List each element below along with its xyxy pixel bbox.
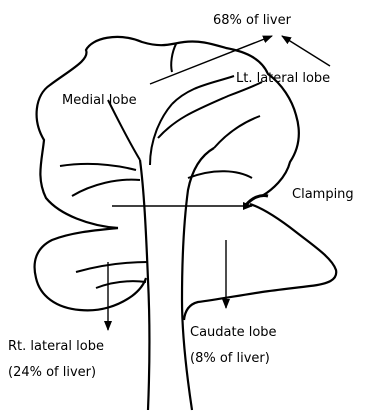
vessel-branch-right-inner: [188, 171, 252, 178]
lobe-notch: [171, 44, 176, 72]
label-left-lateral-lobe: Lt. lateral lobe: [236, 70, 330, 87]
vessel-branch-upper-left: [108, 100, 140, 160]
pointer-lt-lateral-to-68: [282, 36, 330, 66]
vessel-branch-top-inner: [158, 82, 262, 138]
vessel-branch-left: [60, 164, 136, 170]
vessel-branch-top: [172, 76, 234, 104]
label-medial-lobe: Medial lobe: [62, 92, 137, 109]
upper-lobes-outline: [37, 37, 299, 228]
label-right-lateral-share: (24% of liver): [8, 364, 96, 381]
label-caudate-share: (8% of liver): [190, 350, 270, 367]
vessel-branch-lower-left: [76, 262, 148, 272]
vessel-branch-left-lower: [72, 180, 140, 196]
clamp-neck: [246, 195, 268, 205]
label-68-percent: 68% of liver: [213, 12, 291, 29]
vessel-trunk-right: [182, 148, 214, 410]
label-clamping: Clamping: [292, 186, 354, 203]
vessel-branch-right: [214, 116, 260, 148]
label-right-lateral-lobe: Rt. lateral lobe: [8, 338, 104, 355]
vessel-branch-lower-left-2: [96, 281, 146, 288]
label-caudate-lobe: Caudate lobe: [190, 324, 277, 341]
caudate-lobe-outline: [184, 204, 336, 320]
